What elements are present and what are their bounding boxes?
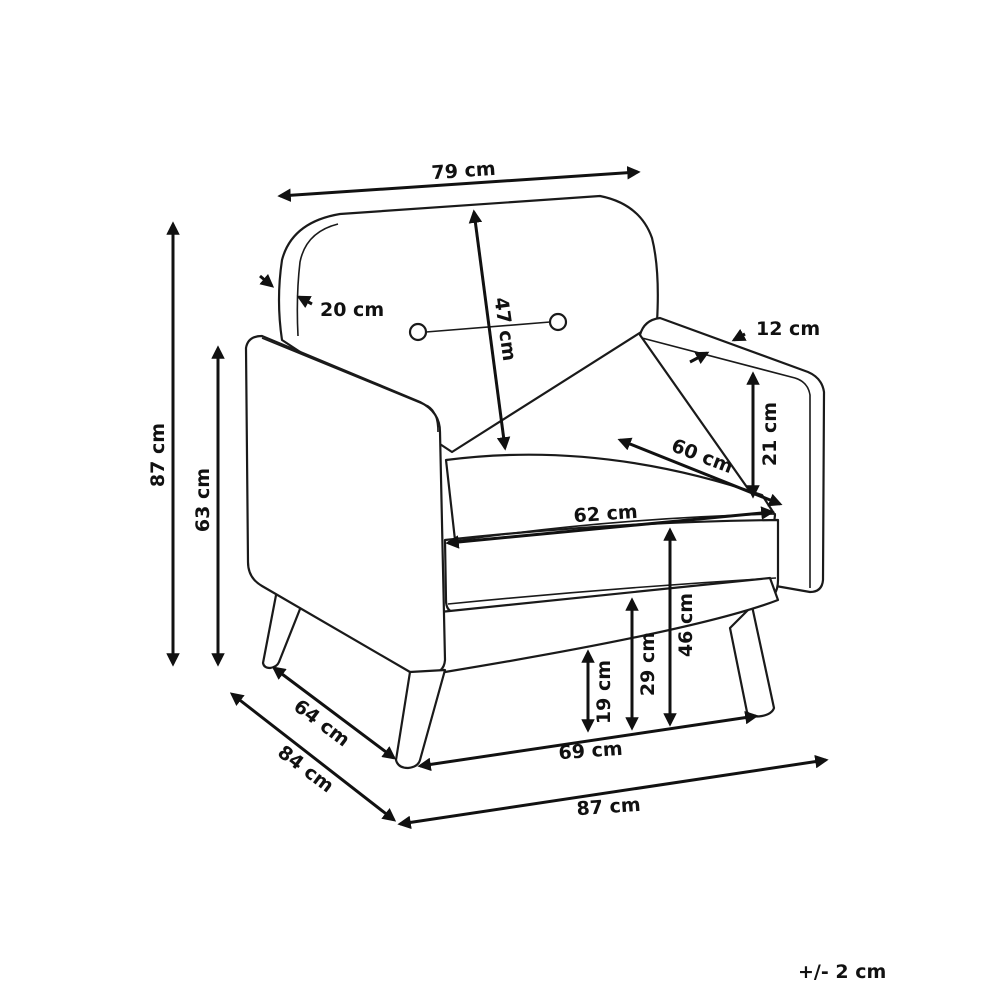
back-right-leg: [728, 604, 776, 718]
label-leg-span: 69 cm: [558, 738, 624, 764]
dim-armrest-width-a: [731, 328, 747, 342]
backrest-seam: [296, 223, 339, 337]
label-total-width: 87 cm: [576, 794, 642, 820]
label-seat-cushion-bottom: 29 cm: [637, 632, 659, 696]
front-left-leg: [394, 668, 447, 770]
label-backrest-width: 79 cm: [431, 158, 497, 184]
armchair-drawing: [244, 194, 826, 770]
label-seat-height: 46 cm: [675, 593, 697, 657]
dim-seat-width: [445, 506, 775, 549]
left-armrest-seam: [261, 337, 439, 433]
dim-backrest-width: [277, 165, 641, 203]
label-total-height: 87 cm: [147, 423, 169, 487]
right-button: [548, 312, 568, 332]
label-armrest-height: 63 cm: [192, 468, 214, 532]
left-button: [408, 322, 428, 342]
label-armrest-width: 12 cm: [756, 318, 820, 340]
dim-total-depth: [229, 692, 397, 822]
dim-total-width: [397, 754, 829, 830]
label-armrest-to-seat: 21 cm: [759, 402, 781, 466]
left-armrest: [244, 334, 447, 676]
dimension-lines: [166, 165, 829, 830]
dim-seat-depth: [617, 437, 783, 507]
label-backrest-depth: 20 cm: [320, 299, 384, 321]
dim-backrest-height: [468, 209, 511, 451]
seat-piping-bottom: [447, 577, 777, 605]
dim-armrest-width-b: [689, 351, 710, 365]
back-left-leg: [261, 588, 304, 670]
tolerance-note: +/- 2 cm: [798, 961, 886, 983]
label-leg-height: 19 cm: [593, 660, 615, 724]
dim-backrest-depth-a: [259, 273, 275, 288]
label-seat-width: 62 cm: [573, 501, 639, 527]
dim-backrest-depth-b: [296, 295, 313, 309]
right-armrest-top: [641, 337, 811, 588]
